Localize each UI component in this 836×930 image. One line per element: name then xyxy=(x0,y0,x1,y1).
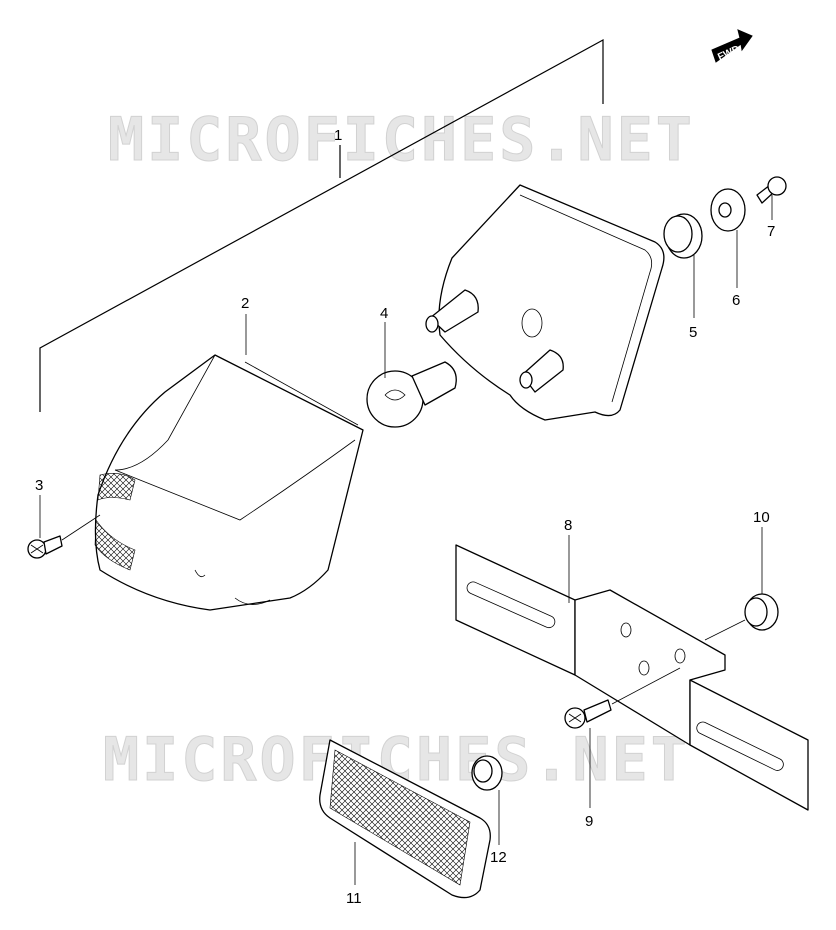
callout-9: 9 xyxy=(585,813,593,830)
tail-light-lens xyxy=(94,354,364,611)
washer-6 xyxy=(710,188,746,232)
grommet-5 xyxy=(663,213,703,259)
leader-lines xyxy=(39,195,773,885)
callout-8: 8 xyxy=(564,517,572,534)
callout-10: 10 xyxy=(753,509,770,526)
screw-7 xyxy=(756,176,787,204)
nut-10 xyxy=(704,593,779,641)
callout-11: 11 xyxy=(346,890,362,907)
assembly-bracket-1 xyxy=(39,38,604,412)
callout-12: 12 xyxy=(490,849,507,866)
callout-3: 3 xyxy=(35,477,43,494)
bolt-9 xyxy=(564,667,681,729)
callout-6: 6 xyxy=(732,292,740,309)
license-bracket-8 xyxy=(455,544,809,811)
callout-1: 1 xyxy=(334,127,342,144)
fwd-arrow-icon: FWD xyxy=(711,29,753,63)
reflector-11 xyxy=(319,739,491,899)
callout-7: 7 xyxy=(767,223,775,240)
collar-12 xyxy=(471,755,503,791)
callout-2: 2 xyxy=(241,295,249,312)
bulb-4 xyxy=(366,361,457,428)
callout-4: 4 xyxy=(380,305,388,322)
callout-5: 5 xyxy=(689,324,697,341)
screw-3 xyxy=(27,514,101,559)
tail-light-housing xyxy=(425,184,665,421)
watermark-top: MICROFICHES.NET xyxy=(108,105,695,175)
